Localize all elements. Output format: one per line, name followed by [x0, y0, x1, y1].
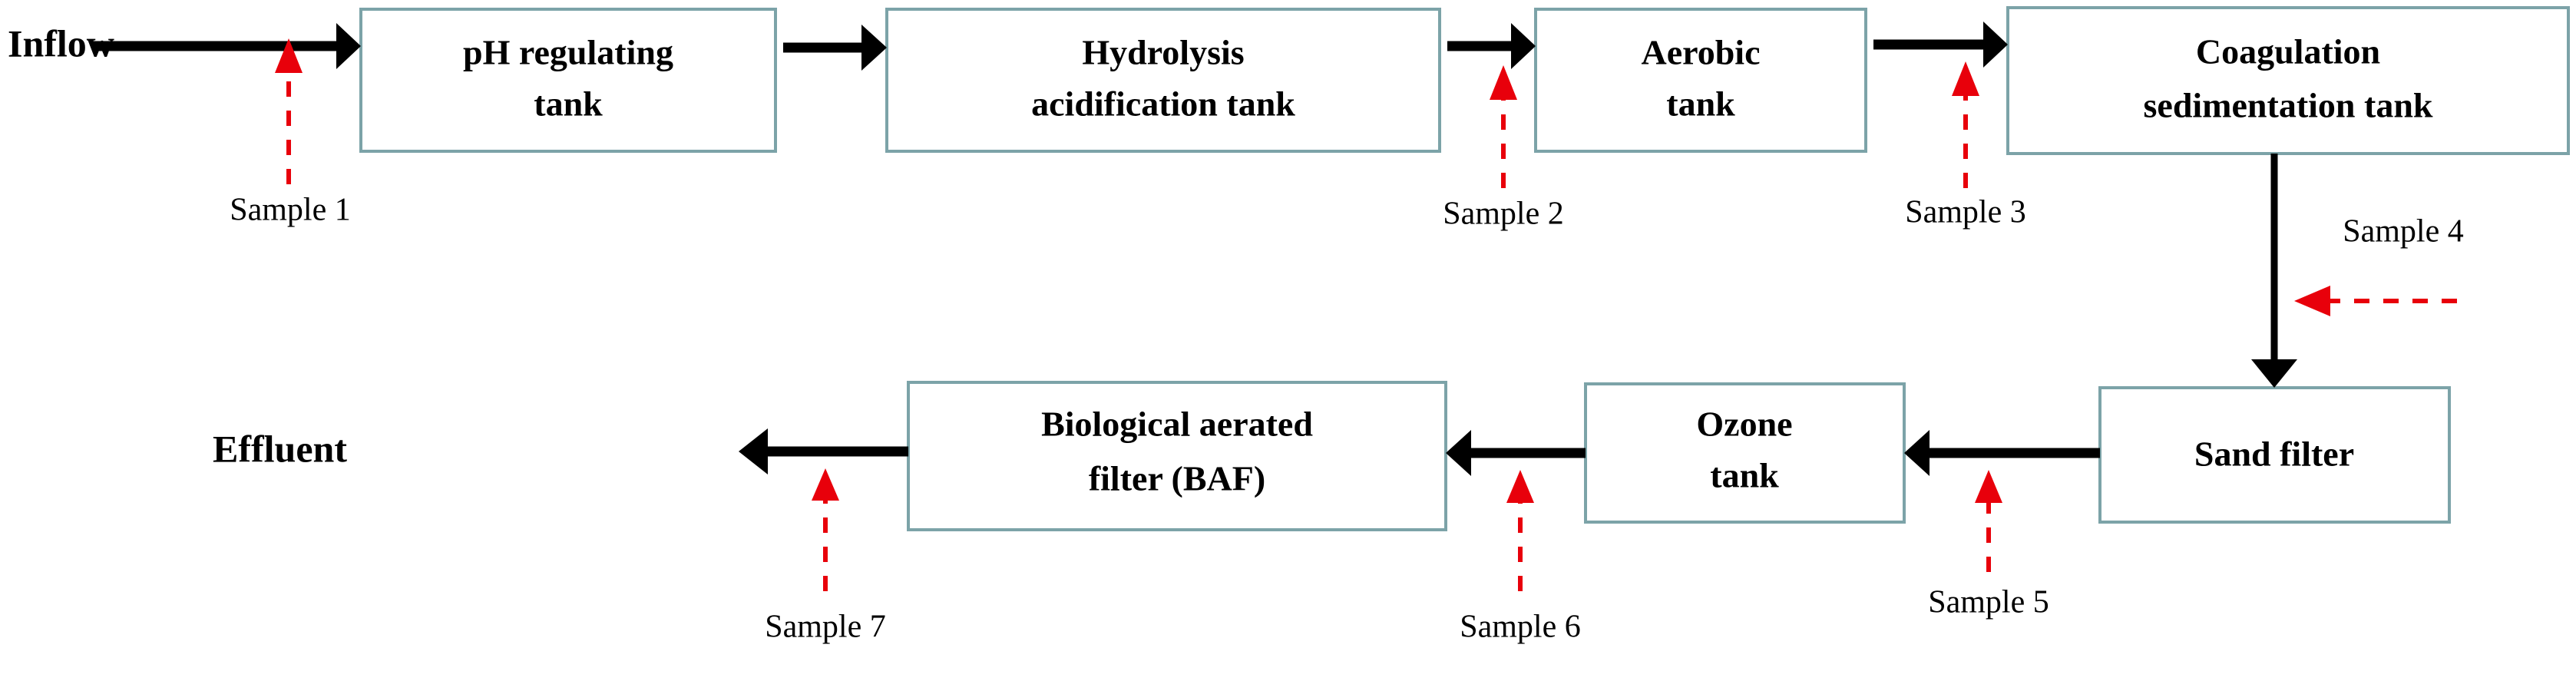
unit-aerobic-tank[interactable]: Aerobic tank [1534, 8, 1867, 153]
flow-arrow-ph-tank-to-hydrolysis [783, 25, 887, 71]
sample-indicator-7[interactable]: Sample 7 [765, 468, 886, 645]
unit-label-hydrolysis-acidification-tank-line1: Hydrolysis [1082, 33, 1244, 72]
sample-indicator-4[interactable]: Sample 4 [2294, 214, 2464, 316]
unit-label-ph-regulating-tank-line2: tank [534, 84, 603, 124]
unit-hydrolysis-acidification-tank[interactable]: Hydrolysis acidification tank [885, 8, 1441, 153]
sample-indicator-5[interactable]: Sample 5 [1928, 470, 2049, 620]
unit-label-biological-aerated-filter-line2: filter (BAF) [1089, 459, 1265, 498]
sample-label-1: Sample 1 [230, 193, 350, 228]
unit-label-ph-regulating-tank-line1: pH regulating [463, 33, 673, 72]
unit-label-biological-aerated-filter-line1: Biological aerated [1041, 405, 1313, 444]
unit-box-aerobic-tank [1534, 8, 1867, 153]
flow-arrow-baf-to-effluent [739, 428, 908, 474]
terminal-label-effluent: Effluent [213, 427, 347, 470]
unit-label-ozone-tank-line1: Ozone [1696, 405, 1792, 444]
unit-box-ozone-tank [1584, 382, 1906, 524]
unit-ozone-tank[interactable]: Ozone tank [1584, 382, 1906, 524]
unit-label-coagulation-sedimentation-tank-line1: Coagulation [2196, 32, 2380, 71]
flow-arrow-inflow-to-ph-tank [92, 23, 361, 69]
sample-label-4: Sample 4 [2343, 214, 2463, 250]
unit-box-biological-aerated-filter [907, 381, 1447, 531]
sample-indicator-3[interactable]: Sample 3 [1905, 61, 2026, 230]
unit-box-hydrolysis-acidification-tank [885, 8, 1441, 153]
unit-box-coagulation-sedimentation-tank [2006, 6, 2570, 155]
unit-ph-regulating-tank[interactable]: pH regulating tank [359, 8, 777, 153]
sample-label-7: Sample 7 [765, 610, 885, 645]
sample-label-3: Sample 3 [1905, 195, 2025, 230]
flow-arrow-coagulation-to-sand-filter [2251, 154, 2297, 388]
sample-label-6: Sample 6 [1460, 610, 1580, 645]
unit-label-coagulation-sedimentation-tank-line2: sedimentation tank [2144, 86, 2433, 125]
sample-indicator-1[interactable]: Sample 1 [230, 38, 351, 228]
flow-arrow-aerobic-to-coagulation [1873, 21, 2008, 68]
unit-box-sand-filter [2098, 386, 2451, 524]
sample-label-5: Sample 5 [1928, 585, 2049, 620]
unit-label-aerobic-tank-line2: tank [1666, 84, 1735, 124]
unit-label-aerobic-tank-line1: Aerobic [1641, 33, 1760, 72]
unit-label-ozone-tank-line2: tank [1710, 456, 1779, 495]
flow-arrow-sand-filter-to-ozone [1904, 430, 2100, 476]
unit-box-ph-regulating-tank [359, 8, 777, 153]
unit-coagulation-sedimentation-tank[interactable]: Coagulation sedimentation tank [2006, 6, 2570, 155]
flow-arrow-hydrolysis-to-aerobic [1447, 23, 1536, 69]
sample-indicator-6[interactable]: Sample 6 [1460, 470, 1581, 645]
unit-biological-aerated-filter[interactable]: Biological aerated filter (BAF) [907, 381, 1447, 531]
flow-arrow-ozone-to-baf [1446, 430, 1586, 476]
unit-label-sand-filter-line1: Sand filter [2194, 435, 2354, 474]
unit-label-hydrolysis-acidification-tank-line2: acidification tank [1031, 84, 1295, 124]
sample-indicator-2[interactable]: Sample 2 [1443, 65, 1564, 232]
unit-sand-filter[interactable]: Sand filter [2098, 386, 2451, 524]
sample-label-2: Sample 2 [1443, 197, 1563, 232]
